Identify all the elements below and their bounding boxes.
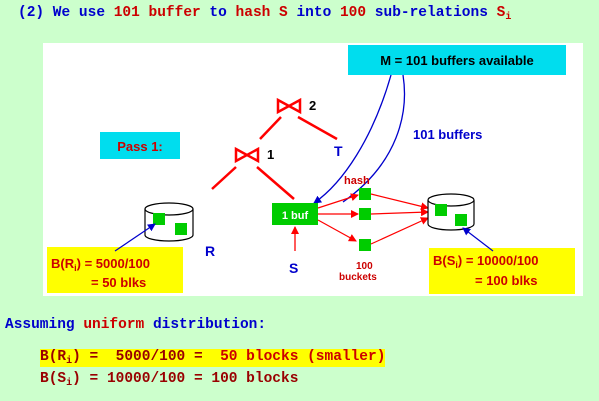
heading-action: hash S bbox=[235, 5, 288, 21]
b-r-callout bbox=[47, 247, 183, 293]
join-icon-low bbox=[234, 146, 260, 164]
b-s-arrow bbox=[462, 227, 494, 252]
assumption-line: Assuming uniform distribution: bbox=[5, 317, 266, 333]
heading-tail: sub-relations bbox=[366, 5, 497, 21]
assumption-keyword: uniform bbox=[83, 317, 145, 333]
b-s-line-2: = 100 blks bbox=[475, 273, 538, 288]
buckets-word-label: buckets bbox=[339, 272, 377, 283]
pass-label: Pass 1: bbox=[117, 139, 163, 154]
b-r-line-2: = 50 blks bbox=[91, 275, 146, 290]
buckets-count-label: 100 bbox=[356, 261, 373, 272]
heading-count: 100 bbox=[339, 5, 367, 21]
relation-s-label: S bbox=[289, 260, 298, 276]
heading-into: into bbox=[287, 5, 340, 21]
relation-r-label: R bbox=[205, 243, 215, 259]
disk-r-block-1 bbox=[153, 213, 165, 225]
join-low-label: 1 bbox=[267, 147, 274, 162]
b-r-line-1: B(Ri) = 5000/100 bbox=[51, 256, 150, 273]
block-line-s-result: 100 blocks bbox=[211, 371, 299, 387]
join-icon-top bbox=[276, 97, 302, 115]
bucket-1 bbox=[359, 188, 371, 200]
hash-arrow-3 bbox=[317, 219, 357, 242]
disk-r bbox=[144, 202, 194, 242]
block-line-r-result: 50 blocks (smaller) bbox=[220, 349, 386, 365]
bucket-1-to-disk-arrow bbox=[370, 193, 429, 211]
relation-t-label: T bbox=[334, 143, 343, 159]
diagram-panel: M = 101 buffers available 101 buffers 2 … bbox=[43, 43, 583, 296]
bucket-3-to-disk-arrow bbox=[370, 217, 429, 245]
hash-label: hash bbox=[344, 175, 370, 187]
assumption-prefix: Assuming bbox=[5, 317, 84, 333]
block-line-r-expr: 5000/100 bbox=[115, 349, 186, 365]
assumption-suffix: distribution: bbox=[144, 317, 267, 333]
disk-s bbox=[427, 193, 475, 231]
hash-partition-diagram: M = 101 buffers available 101 buffers 2 … bbox=[47, 45, 575, 294]
memory-callout-box bbox=[348, 45, 566, 75]
tree-edge-top-right bbox=[297, 115, 338, 141]
buffers-label: 101 buffers bbox=[413, 127, 482, 142]
slide-heading: (2) We use 101 buffer to hash S into 100… bbox=[18, 5, 511, 23]
b-r-arrow bbox=[114, 223, 156, 252]
one-buffer-label: 1 buf bbox=[282, 210, 309, 222]
tree-edge-low-right bbox=[256, 166, 295, 200]
bucket-2-to-disk-arrow bbox=[370, 208, 429, 217]
memory-to-buffer-arrow bbox=[313, 74, 392, 204]
join-tree: 2 1 T bbox=[211, 97, 343, 200]
tree-edge-top-left bbox=[259, 116, 282, 140]
block-line-s-expr: 10000/100 bbox=[106, 371, 186, 387]
pass-box bbox=[100, 132, 180, 159]
heading-buffer-count: 101 buffer bbox=[113, 5, 201, 21]
bucket-3 bbox=[359, 239, 371, 251]
disk-s-block-1 bbox=[435, 204, 447, 216]
disk-s-block-2 bbox=[455, 214, 467, 226]
heading-prefix: (2) We use bbox=[18, 5, 114, 21]
block-line-s: B(Si) = 10000/100 = 100 blocks bbox=[40, 371, 299, 389]
bucket-2 bbox=[359, 208, 371, 220]
hash-arrow-1 bbox=[317, 193, 359, 209]
heading-mid: to bbox=[200, 5, 236, 21]
one-buffer-box bbox=[272, 203, 318, 225]
memory-callout-label: M = 101 buffers available bbox=[380, 53, 534, 68]
heading-subrelation: S bbox=[496, 5, 506, 21]
tree-edge-low-left bbox=[211, 166, 237, 190]
block-line-r: B(Ri) = 5000/100 = 50 blocks (smaller) bbox=[40, 349, 386, 367]
b-s-line-1: B(Si) = 10000/100 bbox=[433, 253, 539, 270]
join-top-label: 2 bbox=[309, 98, 316, 113]
disk-r-block-2 bbox=[175, 223, 187, 235]
b-s-callout bbox=[429, 248, 575, 294]
heading-subrelation-index: i bbox=[505, 12, 512, 23]
